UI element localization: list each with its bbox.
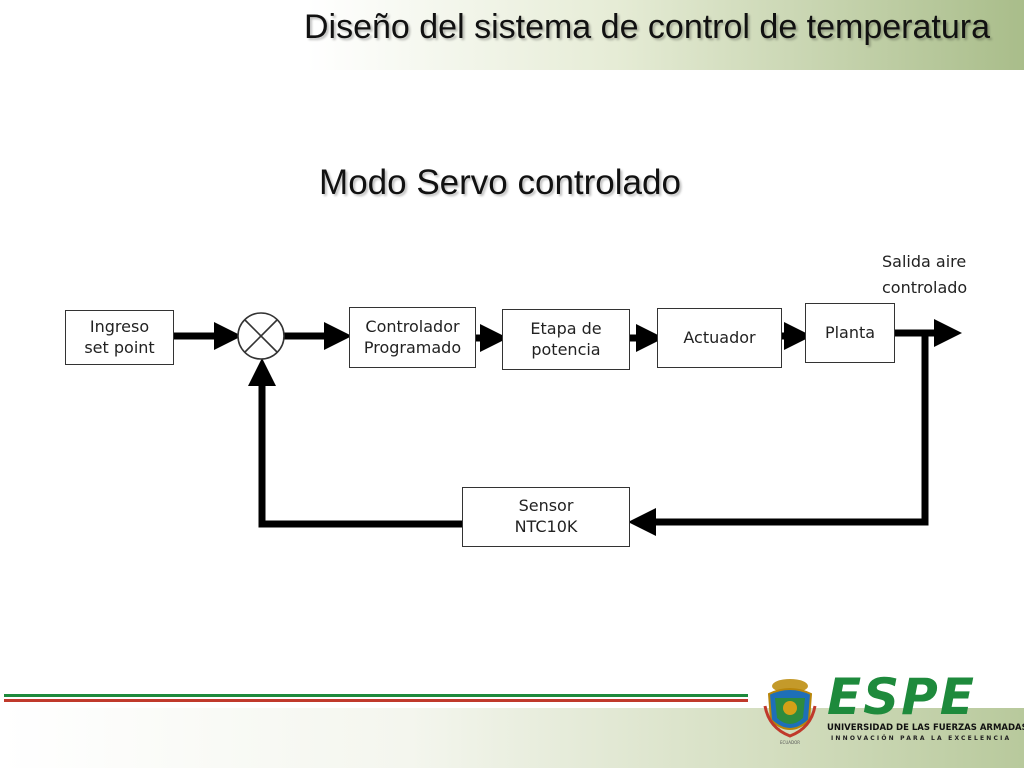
output-label-line1: Salida aire xyxy=(882,252,967,271)
block-controlador-line2: Programado xyxy=(363,337,462,357)
feedback-line-right xyxy=(628,336,929,536)
espe-brand-text: ESPE xyxy=(827,668,976,726)
university-tagline: INNOVACIÓN PARA LA EXCELENCIA xyxy=(831,735,1012,742)
block-ingreso-line1: Ingreso xyxy=(89,316,150,336)
footer-band xyxy=(0,708,1024,768)
slide-title: Diseño del sistema de control de tempera… xyxy=(303,8,990,46)
espe-logo: ECUADOR ESPE UNIVERSIDAD DE LAS FUERZAS … xyxy=(755,668,1024,768)
block-sensor-line1: Sensor xyxy=(518,496,574,516)
output-label-line2: controlado xyxy=(882,277,968,297)
university-name: UNIVERSIDAD DE LAS FUERZAS ARMADAS xyxy=(827,723,1024,733)
summing-junction-icon xyxy=(237,312,285,360)
block-ingreso-line2: set point xyxy=(84,337,155,357)
slide-subtitle: Modo Servo controlado xyxy=(319,163,681,202)
crest-caption: ECUADOR xyxy=(780,740,800,745)
block-planta-line1: Planta xyxy=(824,322,876,342)
footer-stripe-green xyxy=(4,694,748,697)
block-controlador-line1: Controlador xyxy=(365,316,460,336)
block-actuador: Actuador xyxy=(657,308,782,368)
university-crest-icon xyxy=(763,679,817,738)
block-etapa-line1: Etapa de xyxy=(530,318,602,338)
header-band xyxy=(0,0,1024,70)
block-planta: Planta xyxy=(805,303,895,363)
block-etapa-line2: potencia xyxy=(531,339,601,359)
feedback-line-left xyxy=(248,358,462,528)
block-sensor-line2: NTC10K xyxy=(514,517,578,536)
footer-stripe-red xyxy=(4,699,748,702)
footer-stripes xyxy=(4,694,748,704)
block-actuador-line1: Actuador xyxy=(683,327,756,347)
output-label: Salida aire controlado xyxy=(882,249,967,300)
